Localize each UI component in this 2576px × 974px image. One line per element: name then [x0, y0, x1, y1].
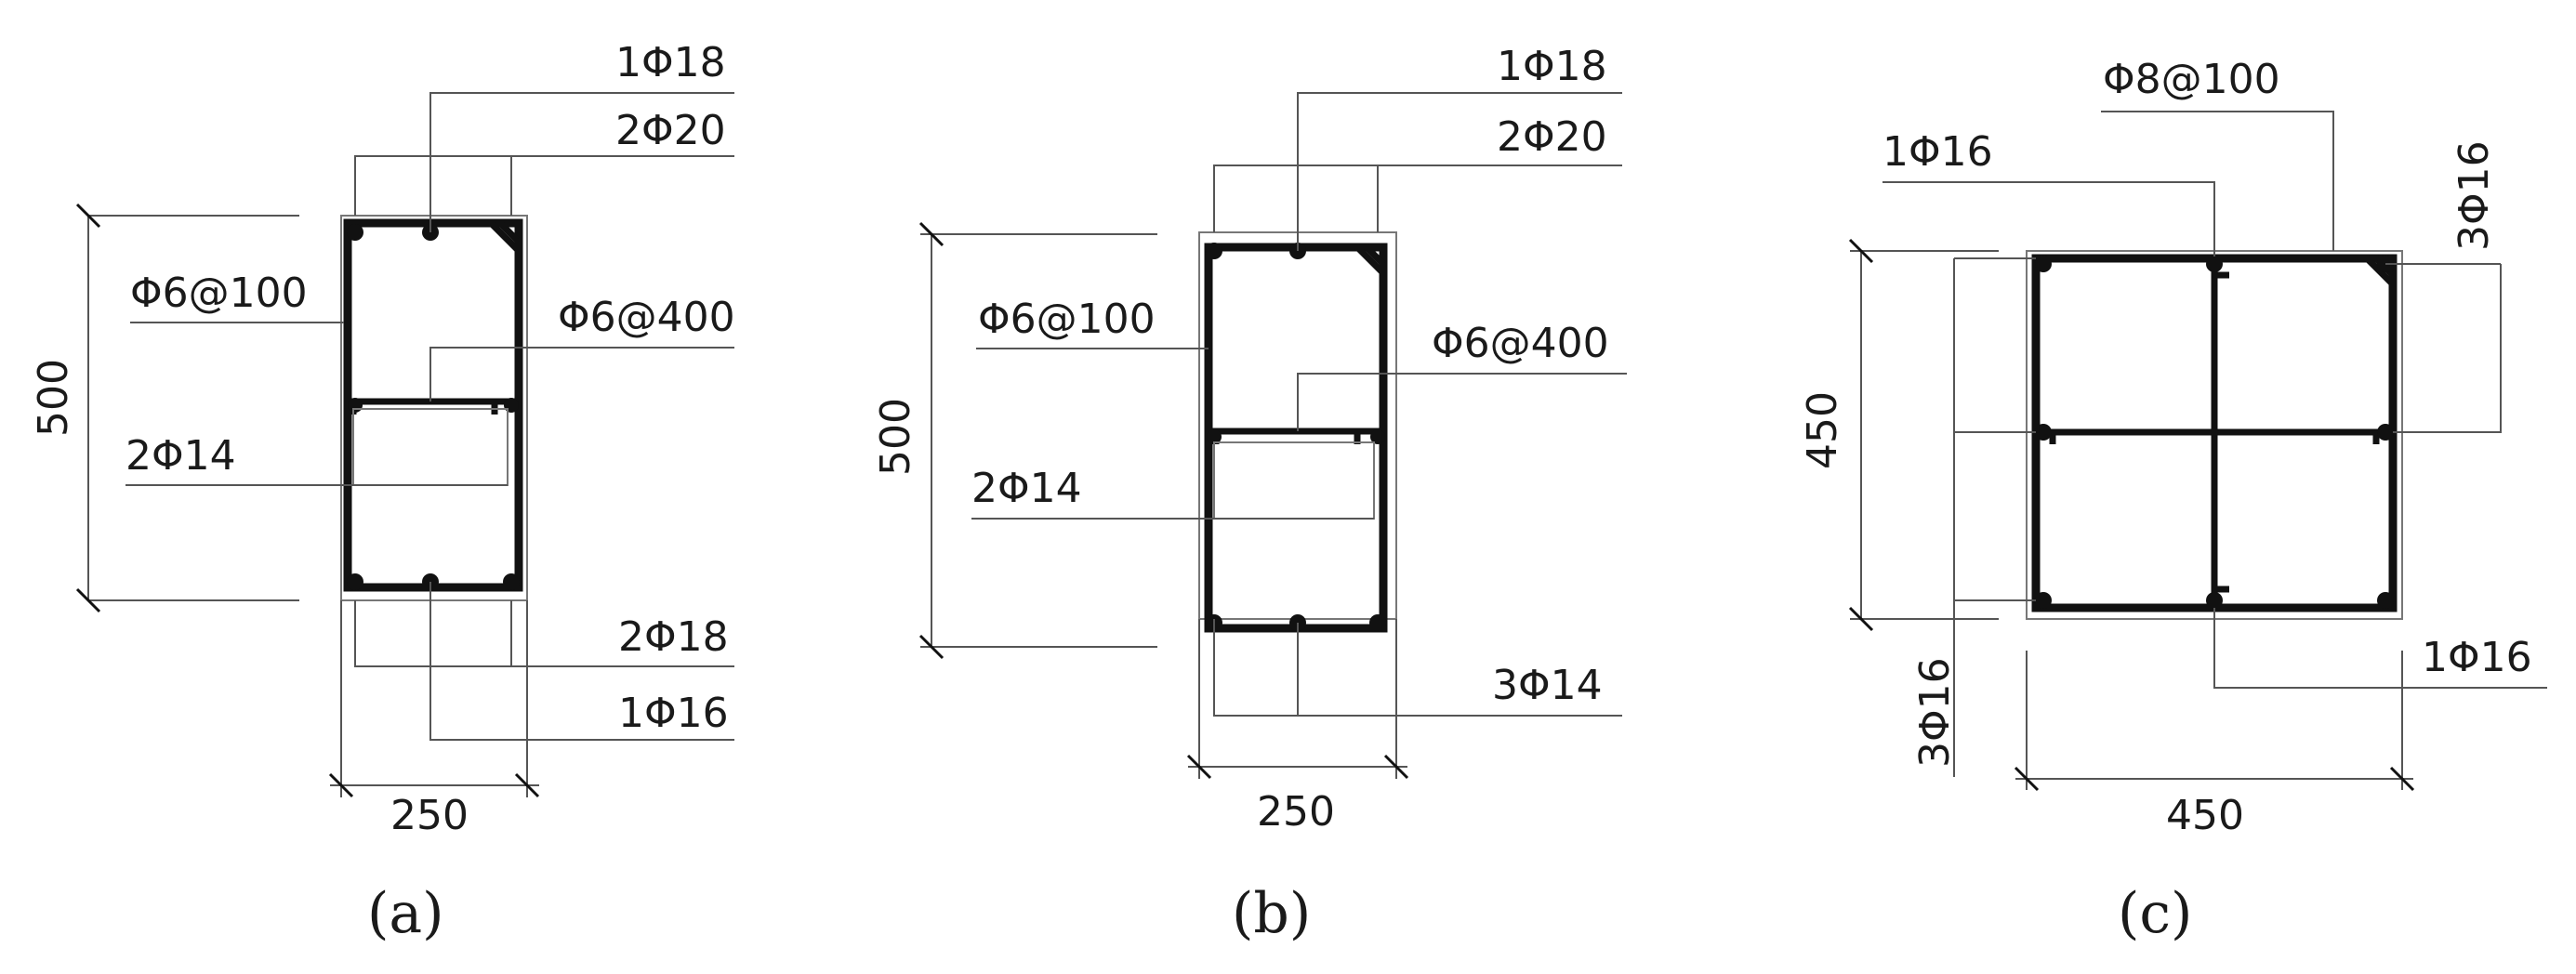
- panel-b: 1Φ18 2Φ20 Φ6@100 Φ6@400 2Φ14 3Φ14 500 25…: [872, 43, 1627, 946]
- rebar-bot-right: [1369, 614, 1386, 631]
- leader-lines: [125, 92, 734, 741]
- rebar-mid-left: [348, 398, 363, 413]
- dimension-width-value: 450: [2166, 792, 2244, 839]
- rebar-bot-right: [2377, 592, 2394, 609]
- label-stirrup: Φ8@100: [2103, 56, 2280, 103]
- rebar-bot-left: [347, 573, 363, 590]
- caption-a: (a): [367, 881, 444, 946]
- panel-a: 1Φ18 2Φ20 Φ6@100 Φ6@400 2Φ14 2Φ18 1Φ16 5…: [30, 39, 735, 946]
- rebar-mid-left: [2035, 424, 2052, 441]
- dimension-width: [2014, 651, 2415, 792]
- label-top-middle-bar: 1Φ18: [1497, 43, 1607, 90]
- rebar-top-left: [2035, 256, 2052, 272]
- label-bottom-corner-bars: 2Φ18: [618, 613, 729, 661]
- label-tie: Φ6@400: [1432, 320, 1609, 367]
- concrete-section-outline: [340, 215, 528, 601]
- label-stirrup: Φ6@100: [130, 270, 308, 317]
- dimension-height: [75, 203, 299, 613]
- label-bottom-bars: 3Φ14: [1492, 662, 1603, 709]
- label-tie: Φ6@400: [558, 294, 735, 341]
- stirrup-hook: [490, 222, 520, 252]
- label-middle-bars: 2Φ14: [125, 432, 236, 480]
- caption-c: (c): [2118, 881, 2192, 946]
- rebar-bot-right: [503, 573, 520, 590]
- rebar-mid-left: [1207, 429, 1222, 444]
- dimension-width: [1186, 619, 1409, 780]
- caption-b: (b): [1232, 881, 1311, 946]
- stirrup-hook: [1354, 244, 1386, 276]
- leader-lines: [1882, 111, 2547, 777]
- rebar-mid-right: [2377, 424, 2394, 441]
- leader-lines: [971, 92, 1627, 717]
- rebar-bot-left: [2035, 592, 2052, 609]
- rebar-bot-mid: [2206, 592, 2223, 609]
- rebar-top-left: [347, 224, 363, 241]
- rebar-top-mid: [2206, 256, 2223, 272]
- dimension-height-value: 450: [1799, 391, 1846, 469]
- label-right-bars: 3Φ16: [2451, 140, 2498, 251]
- label-bottom-middle-bar: 1Φ16: [2422, 634, 2532, 681]
- label-stirrup: Φ6@100: [978, 296, 1156, 343]
- panel-c: Φ8@100 1Φ16 3Φ16 3Φ16 1Φ16 450 450 (c): [1799, 56, 2547, 946]
- dimension-height: [918, 221, 1157, 660]
- label-top-middle-bar: 1Φ18: [615, 39, 726, 86]
- rebar-mid-right: [1370, 429, 1385, 444]
- label-top-corner-bars: 2Φ20: [1497, 113, 1607, 161]
- dimension-width-value: 250: [1257, 788, 1335, 836]
- inner-stirrup-lower: [1213, 441, 1375, 520]
- dimension-height: [1848, 238, 1999, 632]
- inner-stirrup-lower: [352, 408, 509, 486]
- dimension-height-value: 500: [30, 359, 77, 437]
- dimension-width-value: 250: [390, 792, 469, 839]
- dimension-height-value: 500: [872, 398, 919, 476]
- label-middle-bars: 2Φ14: [971, 465, 1082, 512]
- rebar-mid-right: [504, 398, 519, 413]
- label-left-bars: 3Φ16: [1911, 657, 1959, 768]
- label-bottom-middle-bar: 1Φ16: [618, 690, 729, 737]
- rebar-top-left: [1206, 243, 1222, 259]
- label-top-corner-bars: 2Φ20: [615, 107, 726, 154]
- label-top-middle-bar: 1Φ16: [1882, 128, 1993, 176]
- dimension-width: [328, 600, 540, 798]
